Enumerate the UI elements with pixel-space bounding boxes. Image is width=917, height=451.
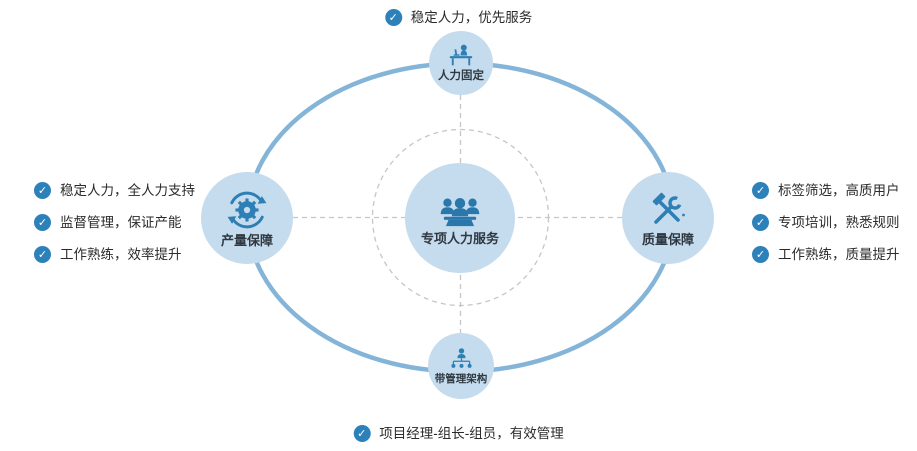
annotation-item: ✓ 稳定人力，全人力支持 bbox=[34, 182, 195, 199]
annotation-text: 工作熟练，质量提升 bbox=[778, 246, 900, 262]
annotation-item: ✓ 工作熟练，质量提升 bbox=[752, 246, 900, 263]
annotation-item: ✓ 监督管理，保证产能 bbox=[34, 214, 195, 231]
annotation-item: ✓ 工作熟练，效率提升 bbox=[34, 246, 195, 263]
check-icon: ✓ bbox=[752, 214, 769, 231]
node-center-special-hr-service: 专项人力服务 bbox=[405, 163, 515, 273]
org-chart-icon bbox=[450, 348, 472, 369]
person-at-desk-icon bbox=[449, 44, 473, 66]
node-label-center: 专项人力服务 bbox=[420, 231, 499, 246]
annotation-text: 监督管理，保证产能 bbox=[60, 214, 182, 230]
check-icon: ✓ bbox=[384, 9, 402, 26]
node-right-quality-guarantee: 质量保障 bbox=[622, 172, 714, 264]
check-icon: ✓ bbox=[353, 425, 371, 442]
node-label-right: 质量保障 bbox=[641, 232, 694, 247]
check-icon: ✓ bbox=[34, 214, 51, 231]
annotation-item: ✓ 专项培训，熟悉规则 bbox=[752, 214, 900, 231]
people-group-icon bbox=[440, 198, 480, 227]
annotation-text: 项目经理-组长-组员，有效管理 bbox=[379, 425, 564, 441]
annotation-text: 工作熟练，效率提升 bbox=[60, 246, 182, 262]
check-icon: ✓ bbox=[752, 182, 769, 199]
node-top-manpower-fixed: 人力固定 bbox=[429, 31, 493, 95]
node-left-output-guarantee: 产量保障 bbox=[201, 172, 293, 264]
annotation-bottom: ✓ 项目经理-组长-组员，有效管理 bbox=[353, 425, 564, 442]
check-icon: ✓ bbox=[34, 246, 51, 263]
annotation-text: 稳定人力，优先服务 bbox=[410, 9, 533, 25]
node-label-left: 产量保障 bbox=[220, 233, 273, 248]
annotation-top: ✓ 稳定人力，优先服务 bbox=[384, 9, 533, 26]
annotation-text: 稳定人力，全人力支持 bbox=[60, 182, 195, 198]
annotation-text: 专项培训，熟悉规则 bbox=[778, 214, 900, 230]
gear-sync-icon bbox=[227, 191, 267, 229]
check-icon: ✓ bbox=[752, 246, 769, 263]
center-dashed-circle bbox=[371, 128, 550, 307]
annotation-item: ✓ 标签筛选，高质用户 bbox=[752, 182, 900, 199]
annotation-list-left: ✓ 稳定人力，全人力支持 ✓ 监督管理，保证产能 ✓ 工作熟练，效率提升 bbox=[34, 182, 195, 263]
check-icon: ✓ bbox=[34, 182, 51, 199]
wrench-hammer-icon bbox=[652, 192, 685, 224]
node-bottom-management-structure: 带管理架构 bbox=[428, 333, 494, 399]
annotation-list-right: ✓ 标签筛选，高质用户 ✓ 专项培训，熟悉规则 ✓ 工作熟练，质量提升 bbox=[752, 182, 900, 263]
node-label-bottom: 带管理架构 bbox=[434, 373, 488, 386]
annotation-text: 标签筛选，高质用户 bbox=[778, 182, 900, 198]
node-label-top: 人力固定 bbox=[438, 70, 484, 83]
